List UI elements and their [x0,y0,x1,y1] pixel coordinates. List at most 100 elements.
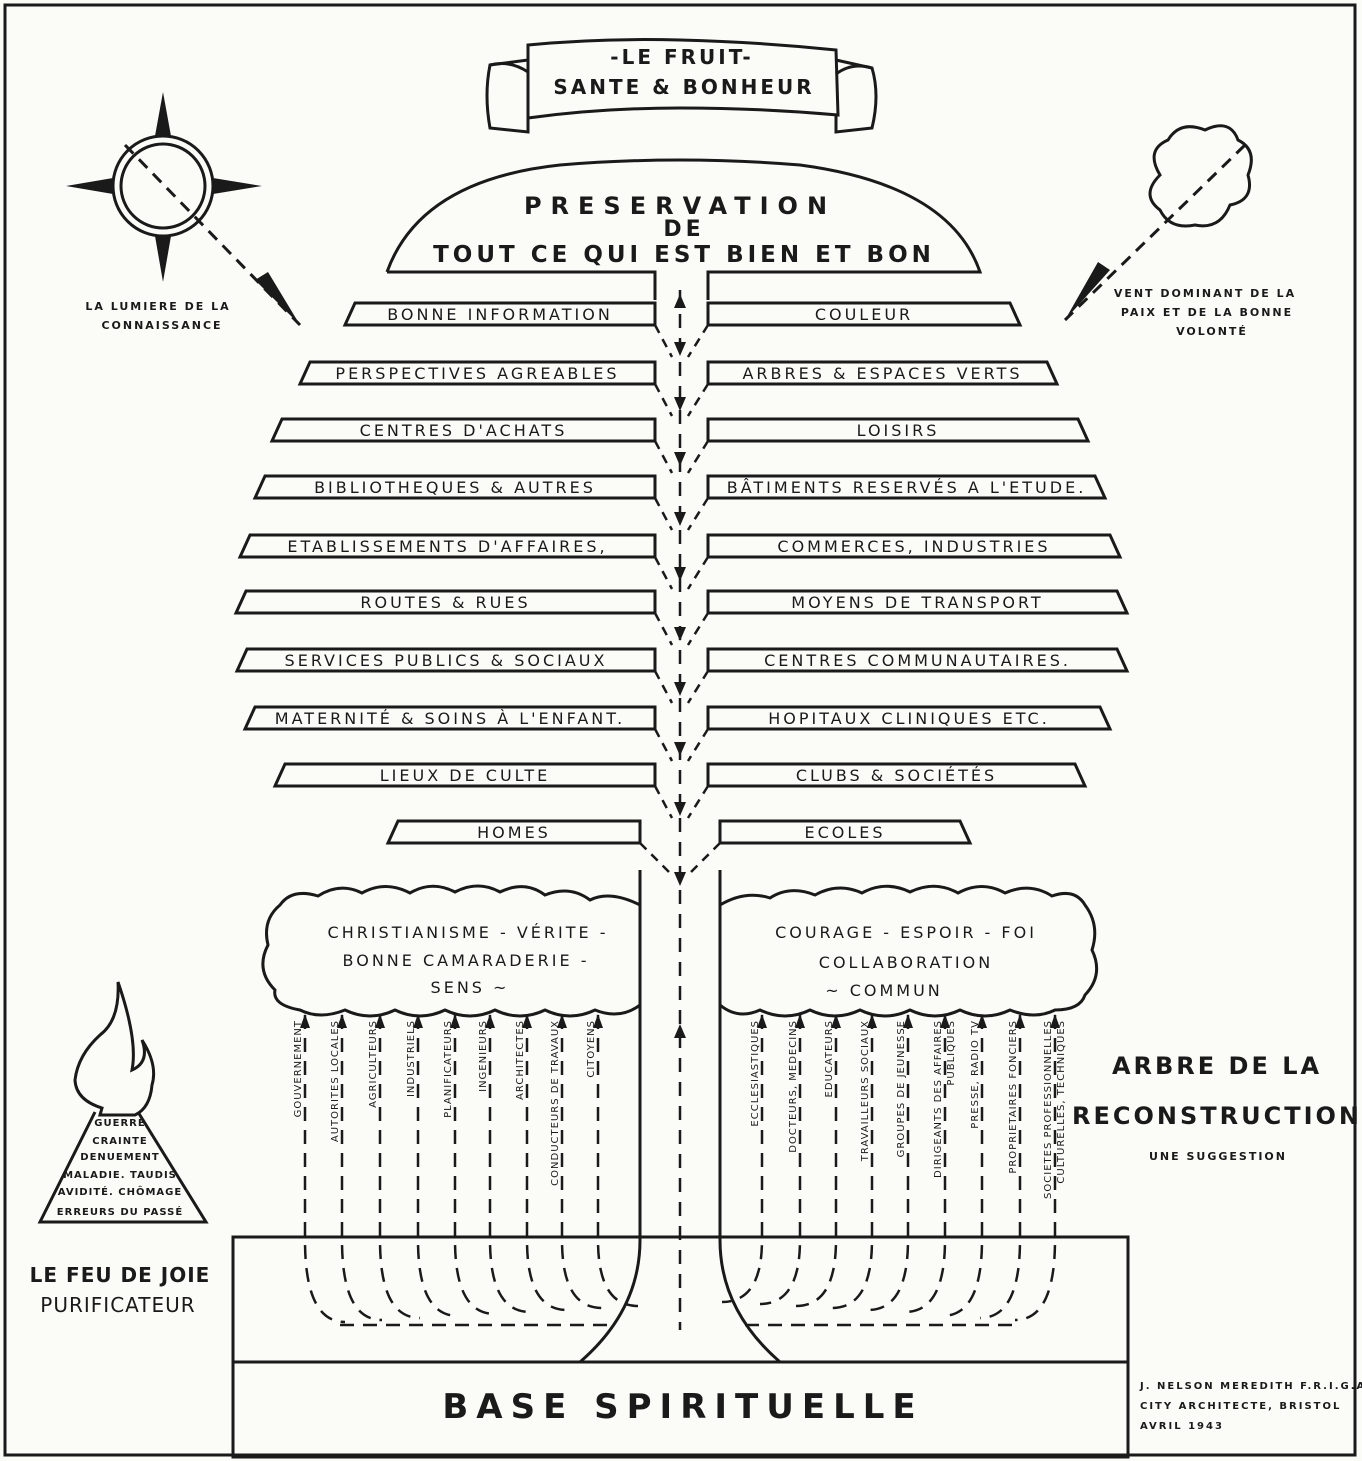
fire-cause-label: MALADIE. TAUDIS [63,1170,177,1181]
branch-right-arrow [688,613,708,645]
trunk-arrow [674,872,686,886]
branch-left: HOMES [388,821,672,875]
pillar-label: CONDUCTEURS DE TRAVAUX [550,1020,561,1186]
pillar-right: DOCTEURS, MEDECINS [760,1014,805,1304]
flame-icon [40,982,206,1222]
pillar-right: PROPRIETAIRES FONCIERS [980,1014,1025,1318]
branch-right-label: LOISIRS [857,421,940,440]
pillar-label: GOUVERNEMENT [293,1020,304,1117]
branch-left: ROUTES & RUES [236,591,672,645]
branch-right-label: HOPITAUX CLINIQUES ETC. [768,709,1050,728]
branch-left-label: BIBLIOTHEQUES & AUTRES [314,478,596,497]
branch-left-arrow [655,613,672,645]
branch-right-arrow [688,384,708,416]
pillar-label: DOCTEURS, MEDECINS [788,1020,799,1153]
fire-cause-label: GUERRE [94,1118,145,1129]
branch-right-arrow [688,441,708,473]
branch-left-label: SERVICES PUBLICS & SOCIAUX [285,651,608,670]
crown-line-2: DE [663,217,704,242]
branch-left: PERSPECTIVES AGREABLES [300,362,672,416]
crown-line-1: PRESERVATION [524,192,836,220]
branch-left-label: PERSPECTIVES AGREABLES [335,364,619,383]
branch-right-label: MOYENS DE TRANSPORT [791,593,1043,612]
pillar-label: CITOYENS [586,1020,597,1078]
pillar-label: AUTORITES LOCALES [330,1020,341,1142]
branch-left: BIBLIOTHEQUES & AUTRES [255,476,672,530]
pillar-label: DIRIGEANTS DES AFFAIRES [933,1020,944,1178]
fire-causes: GUERRECRAINTEDENUEMENTMALADIE. TAUDISAVI… [57,1118,183,1218]
branch-left: LIEUX DE CULTE [275,764,672,818]
pillar-label: PLANIFICATEURS [443,1020,454,1118]
fire-cause-label: DENUEMENT [80,1152,159,1163]
branch-right-label: CENTRES COMMUNAUTAIRES. [764,651,1071,670]
branch-left-arrow [655,671,672,703]
trunk-arrow [674,567,686,581]
cloud-right-line-3: ~ COMMUN [825,981,943,1000]
branch-left-label: HOMES [477,823,551,842]
branch-right-label: COULEUR [815,305,913,324]
branch-left-arrow [655,498,672,530]
pillar-label: ARCHITECTES [515,1020,526,1100]
branch-right: BÂTIMENTS RESERVÉS A L'ETUDE. [688,476,1105,530]
branch-right: HOPITAUX CLINIQUES ETC. [688,707,1110,761]
branch-left-arrow [655,557,672,589]
crown: PRESERVATION DE TOUT CE QUI EST BIEN ET … [387,160,980,292]
branches-right: COULEUR ARBRES & ESPACES VERTS LOISIRS BÂTI… [688,303,1127,875]
title-line-2: RECONSTRUCTION [1072,1102,1362,1130]
fruit-subtitle: SANTE & BONHEUR [553,75,814,99]
branch-left-arrow [655,786,672,818]
pillar-label: SOCIETES PROFESSIONNELLES [1043,1020,1054,1199]
branch-right: CLUBS & SOCIÉTÉS [688,764,1085,818]
branch-right-label: ARBRES & ESPACES VERTS [742,364,1022,383]
cloud-left-line-2: BONNE CAMARADERIE - [343,951,590,970]
pillar-label: TRAVAILLEURS SOCIAUX [860,1020,871,1162]
branch-right-arrow [688,671,708,703]
pillar-label: GROUPES DE JEUNESSE [896,1020,907,1157]
pillar-right: EDUCATEURS [796,1014,841,1306]
branch-right: COMMERCES, INDUSTRIES [688,535,1120,589]
pillar-right: CULTURELLES, TECHNIQUES [1056,1020,1067,1184]
branch-left-label: MATERNITÉ & SOINS À L'ENFANT. [275,709,625,728]
pillar-label: INDUSTRIELS [406,1020,417,1097]
branch-right: ECOLES [688,821,970,875]
pillar-right: TRAVAILLEURS SOCIAUX [832,1014,877,1308]
branch-left-label: ROUTES & RUES [360,593,530,612]
sun-caption-1: LA LUMIERE DE LA [85,300,230,313]
branch-right-label: BÂTIMENTS RESERVÉS A L'ETUDE. [727,478,1087,497]
branch-left-arrow [655,325,672,357]
cloud-left: CHRISTIANISME - VÉRITE - BONNE CAMARADER… [263,886,640,1016]
branch-right: CENTRES COMMUNAUTAIRES. [688,649,1127,703]
pillar-label: PRESSE, RADIO TV [970,1020,981,1129]
pillar-label: AGRICULTEURS [368,1020,379,1108]
crown-line-3: TOUT CE QUI EST BIEN ET BON [433,242,935,268]
branch-right: ARBRES & ESPACES VERTS [688,362,1057,416]
branch-left-arrow [655,729,672,761]
branch-left: MATERNITÉ & SOINS À L'ENFANT. [245,707,672,761]
pillar-label: PUBLIQUES [946,1020,957,1086]
cloud-left-line-3: SENS ~ [431,978,510,997]
pillar-label: CULTURELLES, TECHNIQUES [1056,1020,1067,1184]
trunk-arrow [674,512,686,526]
branch-right-label: CLUBS & SOCIÉTÉS [796,766,997,785]
fire-cause-label: AVIDITÉ. CHÔMAGE [58,1185,182,1198]
trunk-arrow [674,294,686,308]
branch-right-arrow [688,843,720,875]
pillar-right: DIRIGEANTS DES AFFAIRES [905,1014,950,1312]
cloud-right-line-1: COURAGE - ESPOIR - FOI [775,923,1037,942]
pillar-line [598,1015,638,1306]
credit-line-2: CITY ARCHITECTE, BRISTOL [1140,1401,1341,1412]
branch-left: SERVICES PUBLICS & SOCIAUX [237,649,672,703]
fruit-banner: -LE FRUIT- SANTE & BONHEUR [487,40,876,132]
base-label: BASE SPIRITUELLE [442,1387,923,1427]
branch-left-label: CENTRES D'ACHATS [360,421,568,440]
branch-right-arrow [688,557,708,589]
trunk-arrow [674,397,686,411]
pillar-label: INGENIEURS [478,1020,489,1092]
branch-left-arrow [655,441,672,473]
branch-left: CENTRES D'ACHATS [272,419,672,473]
branch-left-label: LIEUX DE CULTE [380,766,551,785]
sun-caption-2: CONNAISSANCE [101,319,222,332]
branch-right-arrow [688,786,708,818]
branch-right: MOYENS DE TRANSPORT [688,591,1127,645]
